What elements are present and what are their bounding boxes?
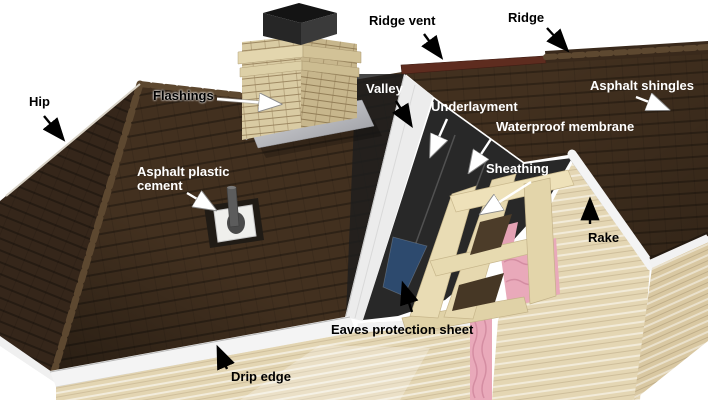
arrow-asphalt-plastic-cement [186, 193, 214, 209]
insulation-squiggle-1 [472, 321, 478, 399]
arrow-waterproof-membrane [470, 138, 493, 171]
label-asphalt-plastic-cement-line2: cement [137, 178, 183, 193]
ridge-cap-shingles [543, 44, 708, 60]
label-asphalt-shingles: Asphalt shingles [590, 78, 695, 93]
label-underlayment: Underlayment [431, 99, 518, 114]
label-eaves-protection-sheet: Eaves protection sheet [331, 322, 474, 337]
left-ridge-cap [137, 81, 251, 99]
gable-wall-siding [492, 158, 650, 400]
right-eave-fascia [648, 234, 708, 268]
label-sheathing: Sheathing [486, 161, 549, 176]
right-side-wall [634, 231, 708, 400]
vent-pipe [204, 185, 264, 248]
arrow-asphalt-shingles [635, 97, 667, 109]
callout-arrows [42, 27, 667, 371]
label-ridge: Ridge [508, 10, 545, 25]
pipe-top [227, 185, 236, 190]
chimney-cap-front [263, 13, 301, 45]
roof-edge-shadow [649, 231, 708, 261]
chimney-cap-right [301, 13, 337, 45]
arrow-underlayment [431, 118, 449, 155]
arrow-ridge [546, 27, 570, 53]
left-roof-side-courses [0, 84, 140, 374]
arrow-sheathing [482, 180, 532, 213]
insulation-squiggle-2 [481, 318, 487, 399]
framing-opening-1 [470, 214, 512, 255]
framing-rafter-left [409, 185, 477, 319]
chimney [237, 3, 382, 158]
label-valley: Valley [366, 81, 403, 96]
arrow-valley [392, 100, 413, 129]
label-asphalt-plastic-cement: Asphalt plastic cement [137, 165, 229, 193]
framing-opening-2 [452, 273, 504, 311]
right-roof-shading [403, 50, 708, 262]
arrow-drip-edge [216, 344, 235, 371]
label-rake: Rake [588, 230, 620, 245]
wall-highlight [240, 345, 430, 400]
label-waterproof-membrane: Waterproof membrane [496, 119, 635, 134]
fascia-top-line [49, 316, 351, 373]
arrow-hip [42, 115, 66, 142]
label-flashings: Flashings [153, 88, 214, 103]
chimney-cap-top [263, 3, 337, 23]
far-hip-edge [5, 83, 141, 197]
chimney-crown-band-2r [301, 60, 360, 78]
left-side-fascia [0, 336, 54, 382]
eaves-and-walls [49, 315, 491, 400]
label-drip-edge: Drip edge [231, 369, 291, 384]
rake-board [567, 149, 656, 271]
framing-right-post [523, 177, 557, 305]
arrow-ridge-vent [421, 33, 444, 60]
drip-edge-fascia [50, 316, 356, 387]
right-gable-roof [403, 50, 708, 262]
label-asphalt-plastic-cement-line1: Asphalt plastic [137, 164, 230, 179]
arrow-eaves-protection-sheet [400, 280, 419, 313]
label-ridge-vent: Ridge vent [369, 13, 436, 28]
front-wall-siding [56, 318, 470, 400]
label-hip: Hip [29, 94, 50, 109]
valley-strip [345, 74, 433, 321]
side-wall-siding [634, 242, 708, 400]
arrow-flashings [216, 99, 279, 104]
chimney-crown-band-1r [302, 44, 362, 64]
hip-cap-shingles [50, 80, 144, 376]
